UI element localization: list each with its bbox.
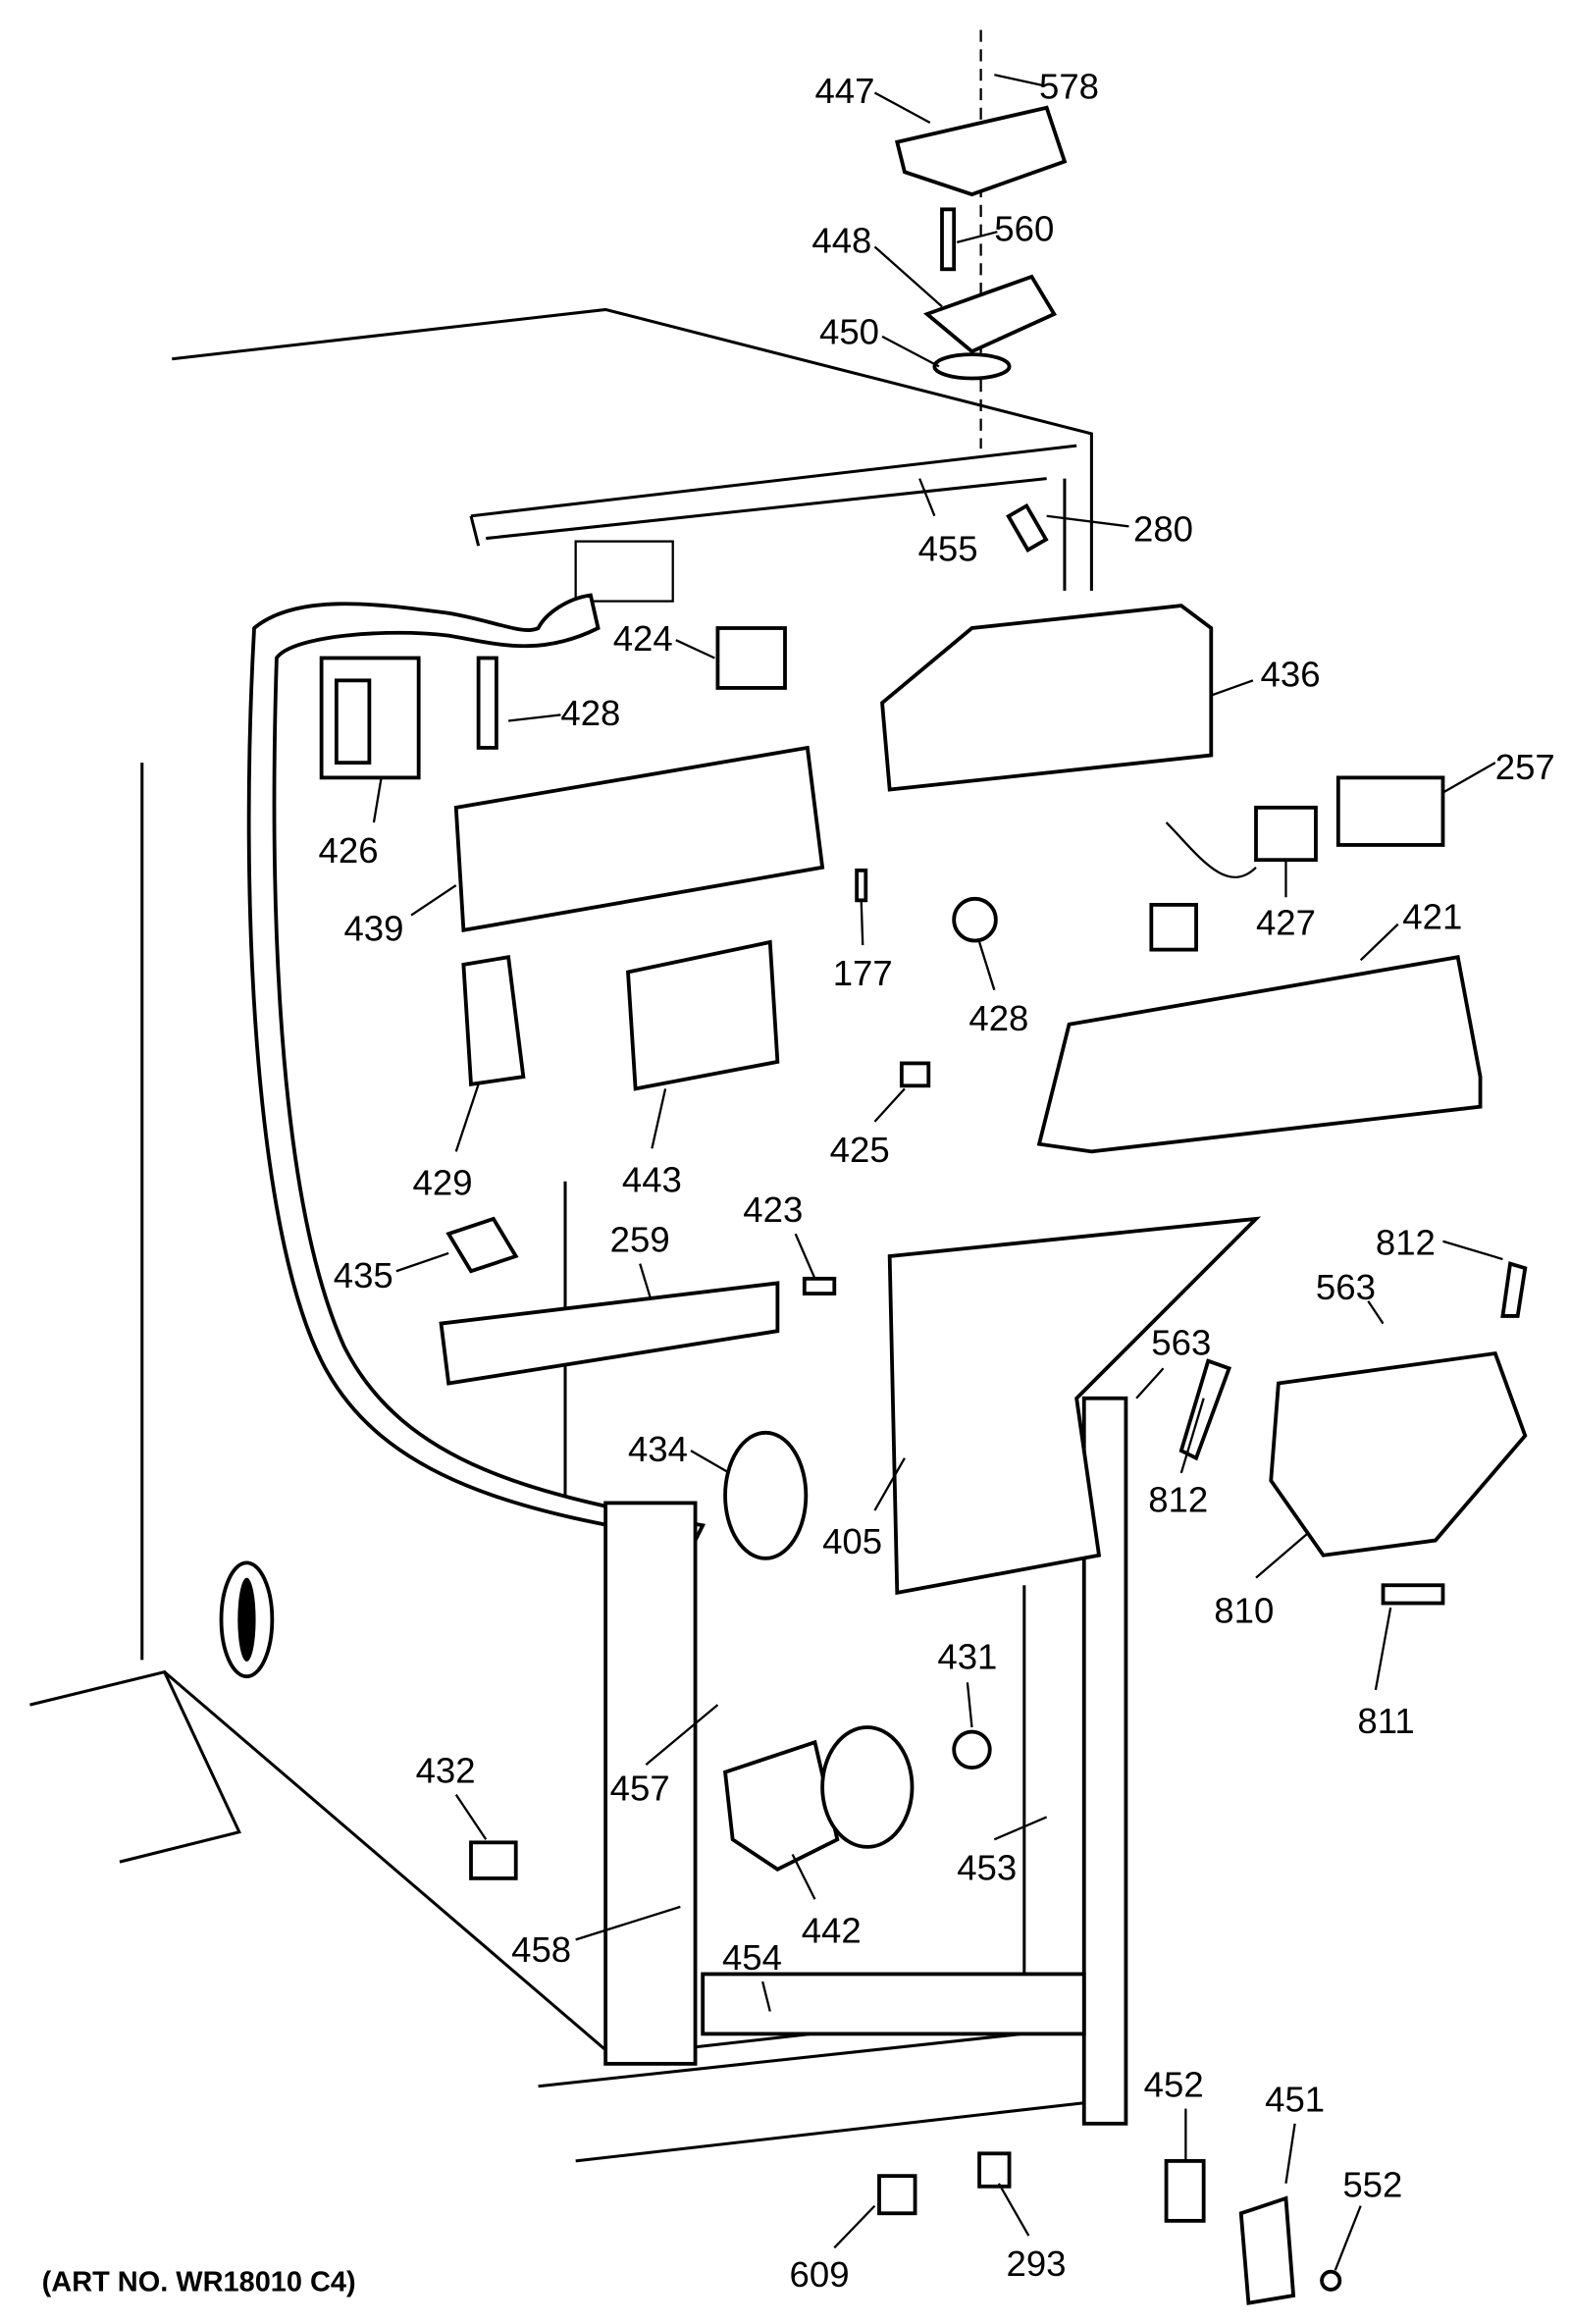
leader-line <box>994 74 1043 86</box>
leader-line <box>1442 1240 1503 1261</box>
callout-439: 439 <box>343 908 403 948</box>
leader-line <box>1334 2205 1362 2271</box>
leader-line <box>1359 923 1399 962</box>
callout-257: 257 <box>1495 747 1555 787</box>
callout-434: 434 <box>628 1429 688 1469</box>
callout-425: 425 <box>830 1130 890 1170</box>
leader-lines <box>372 74 1503 2271</box>
callout-455: 455 <box>918 528 978 568</box>
leader-line <box>675 639 715 660</box>
leader-line <box>794 1233 816 1280</box>
callout-443: 443 <box>622 1159 682 1199</box>
callout-812: 812 <box>1376 1222 1436 1262</box>
leader-line <box>873 91 931 124</box>
leader-line <box>1441 762 1496 794</box>
callout-259: 259 <box>610 1219 670 1259</box>
callout-293: 293 <box>1006 2244 1066 2284</box>
leader-line <box>372 777 383 823</box>
callout-452: 452 <box>1144 2064 1204 2104</box>
leader-line <box>690 1450 731 1474</box>
parts <box>319 29 1528 2305</box>
leader-line <box>956 231 998 243</box>
callout-280: 280 <box>1133 509 1193 550</box>
leader-line <box>881 335 940 368</box>
leader-line <box>873 245 943 308</box>
leader-line <box>645 1704 719 1766</box>
leader-line <box>918 478 936 517</box>
callout-435: 435 <box>334 1255 393 1295</box>
leader-line <box>454 1083 480 1152</box>
leader-line <box>1210 679 1254 697</box>
callout-578: 578 <box>1039 67 1099 107</box>
leader-line <box>507 713 561 722</box>
leader-line <box>1046 514 1129 528</box>
callout-432: 432 <box>416 1750 476 1790</box>
callout-812: 812 <box>1148 1480 1208 1520</box>
callout-426: 426 <box>319 830 379 871</box>
leader-line <box>651 1088 667 1149</box>
leader-line <box>1179 1398 1205 1474</box>
leader-line <box>1374 1607 1392 1691</box>
callout-563: 563 <box>1316 1267 1376 1307</box>
leader-line <box>997 2183 1030 2237</box>
callout-552: 552 <box>1342 2164 1402 2204</box>
callout-427: 427 <box>1256 902 1316 942</box>
callout-609: 609 <box>790 2254 850 2295</box>
leader-line <box>395 1251 449 1273</box>
callout-421: 421 <box>1402 896 1462 936</box>
callout-177: 177 <box>833 953 893 993</box>
leader-line <box>454 1793 488 1840</box>
cabinet-outline <box>29 307 1128 2163</box>
callout-405: 405 <box>822 1521 882 1561</box>
callout-811: 811 <box>1357 1701 1414 1741</box>
callout-810: 810 <box>1214 1590 1274 1630</box>
leader-line <box>1367 1300 1385 1325</box>
leader-line <box>1284 2123 1296 2184</box>
callout-428: 428 <box>968 998 1028 1038</box>
leader-line <box>873 1457 906 1511</box>
leader-line <box>761 1981 771 2012</box>
leader-line <box>993 1816 1048 1841</box>
leader-line <box>1255 1532 1310 1579</box>
callout-451: 451 <box>1265 2080 1325 2120</box>
leader-line <box>639 1263 652 1298</box>
leader-line <box>791 1854 816 1900</box>
leader-line <box>410 884 457 917</box>
callout-454: 454 <box>722 1937 782 1978</box>
callout-424: 424 <box>613 618 673 659</box>
callout-447: 447 <box>814 71 874 111</box>
leader-line <box>873 1087 906 1123</box>
callout-442: 442 <box>802 1910 862 1950</box>
callout-423: 423 <box>743 1189 803 1230</box>
callout-436: 436 <box>1261 654 1321 694</box>
callout-labels: 578 447 560 448 450 280 455 424 436 428 426 257 439 4… <box>319 67 1555 2295</box>
leader-line <box>1135 1367 1165 1400</box>
callout-429: 429 <box>413 1163 473 1203</box>
leader-line <box>966 1682 973 1728</box>
callout-457: 457 <box>610 1769 670 1809</box>
leader-line <box>860 900 864 946</box>
art-number-caption: (ART NO. WR18010 C4) <box>42 2266 356 2298</box>
callout-453: 453 <box>957 1847 1017 1887</box>
leader-line <box>833 2204 876 2249</box>
leader-line <box>978 941 996 991</box>
callout-563: 563 <box>1151 1323 1211 1363</box>
callout-428: 428 <box>560 693 620 733</box>
callout-458: 458 <box>511 1929 571 1970</box>
callout-448: 448 <box>811 221 871 261</box>
callout-560: 560 <box>994 208 1054 248</box>
callout-431: 431 <box>937 1637 997 1677</box>
leader-line <box>575 1905 681 1941</box>
callout-450: 450 <box>819 311 879 351</box>
